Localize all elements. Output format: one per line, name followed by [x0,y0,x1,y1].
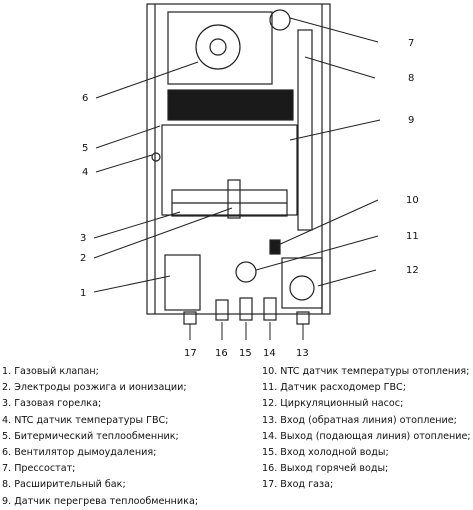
callout-3: 3 [80,233,86,244]
flow-sensor [235,261,257,283]
legend-item: 8. Расширительный бак; [2,479,126,491]
leader-8 [304,56,376,79]
ntc-heating-sensor [269,239,281,255]
leader-2 [93,207,233,259]
legend-item: 7. Прессостат; [2,463,76,475]
ntc-dhw-sensor [151,152,161,162]
pipe-16 [215,299,229,321]
callout-16: 16 [215,348,228,359]
callout-12: 12 [406,265,419,276]
pipe-14 [263,297,277,321]
callout-10: 10 [406,195,419,206]
legend-left: 1. Газовый клапан; 2. Электроды розжига … [2,364,198,510]
legend-item: 10. NTC датчик температуры отопления; [262,366,470,377]
callout-13: 13 [296,348,309,359]
combustion-chamber [161,124,298,216]
expansion-tank [297,29,313,231]
boiler-diagram: 6 5 4 3 2 1 7 8 9 10 11 12 17 16 15 14 1… [80,3,419,359]
callout-7: 7 [408,38,414,49]
legend-item: 6. Вентилятор дымоудаления; [2,447,157,459]
legend-item: 15. Вход холодной воды; [262,447,389,459]
leader-7 [289,17,379,43]
legend-item: 14. Выход (подающая линия) отопление; [262,430,471,442]
leader-6 [95,61,199,99]
legend-item: 1. Газовый клапан; [2,366,99,377]
legend-item: 2. Электроды розжига и ионизации; [2,382,187,394]
leader-3 [93,211,181,239]
legend-item: 11. Датчик расходомер ГВС; [262,382,406,394]
gas-valve [164,254,201,311]
heat-exchanger-fins [167,89,294,121]
callout-6: 6 [82,93,88,104]
legend-item: 3. Газовая горелка; [2,398,102,410]
legend-item: 13. Вход (обратная линия) отопление; [262,414,457,426]
ignition-electrodes [227,179,241,219]
fan-rotor [195,24,241,70]
leader-10 [275,199,379,247]
callout-4: 4 [82,167,88,178]
legend-item: 17. Вход газа; [262,479,334,491]
callout-14: 14 [263,348,276,359]
callout-17: 17 [184,348,197,359]
callout-15: 15 [239,348,252,359]
legend-right: 10. NTC датчик температуры отопления; 11… [262,364,471,494]
callout-9: 9 [408,115,414,126]
callout-8: 8 [408,73,414,84]
callout-1: 1 [80,288,86,299]
callout-2: 2 [80,253,86,264]
legend-item: 4. NTC датчик температуры ГВС; [2,414,169,426]
legend-item: 16. Выход горячей воды; [262,463,389,475]
leader-4 [95,154,153,173]
legend-item: 5. Битермический теплообменник; [2,430,179,442]
leader-11 [255,235,379,271]
leader-9 [289,119,381,141]
leader-5 [95,125,161,149]
leader-1 [93,275,171,293]
fan-housing [167,11,273,85]
circulation-pump [281,257,323,309]
callout-5: 5 [82,143,88,154]
callout-11: 11 [406,231,419,242]
legend-item: 9. Датчик перегрева теплообменника; [2,495,199,507]
pipe-15 [239,297,253,321]
pressostat [269,9,291,31]
boiler-casing [146,3,331,315]
legend-item: 12. Циркуляционный насос; [262,398,404,410]
leader-12 [317,269,377,287]
